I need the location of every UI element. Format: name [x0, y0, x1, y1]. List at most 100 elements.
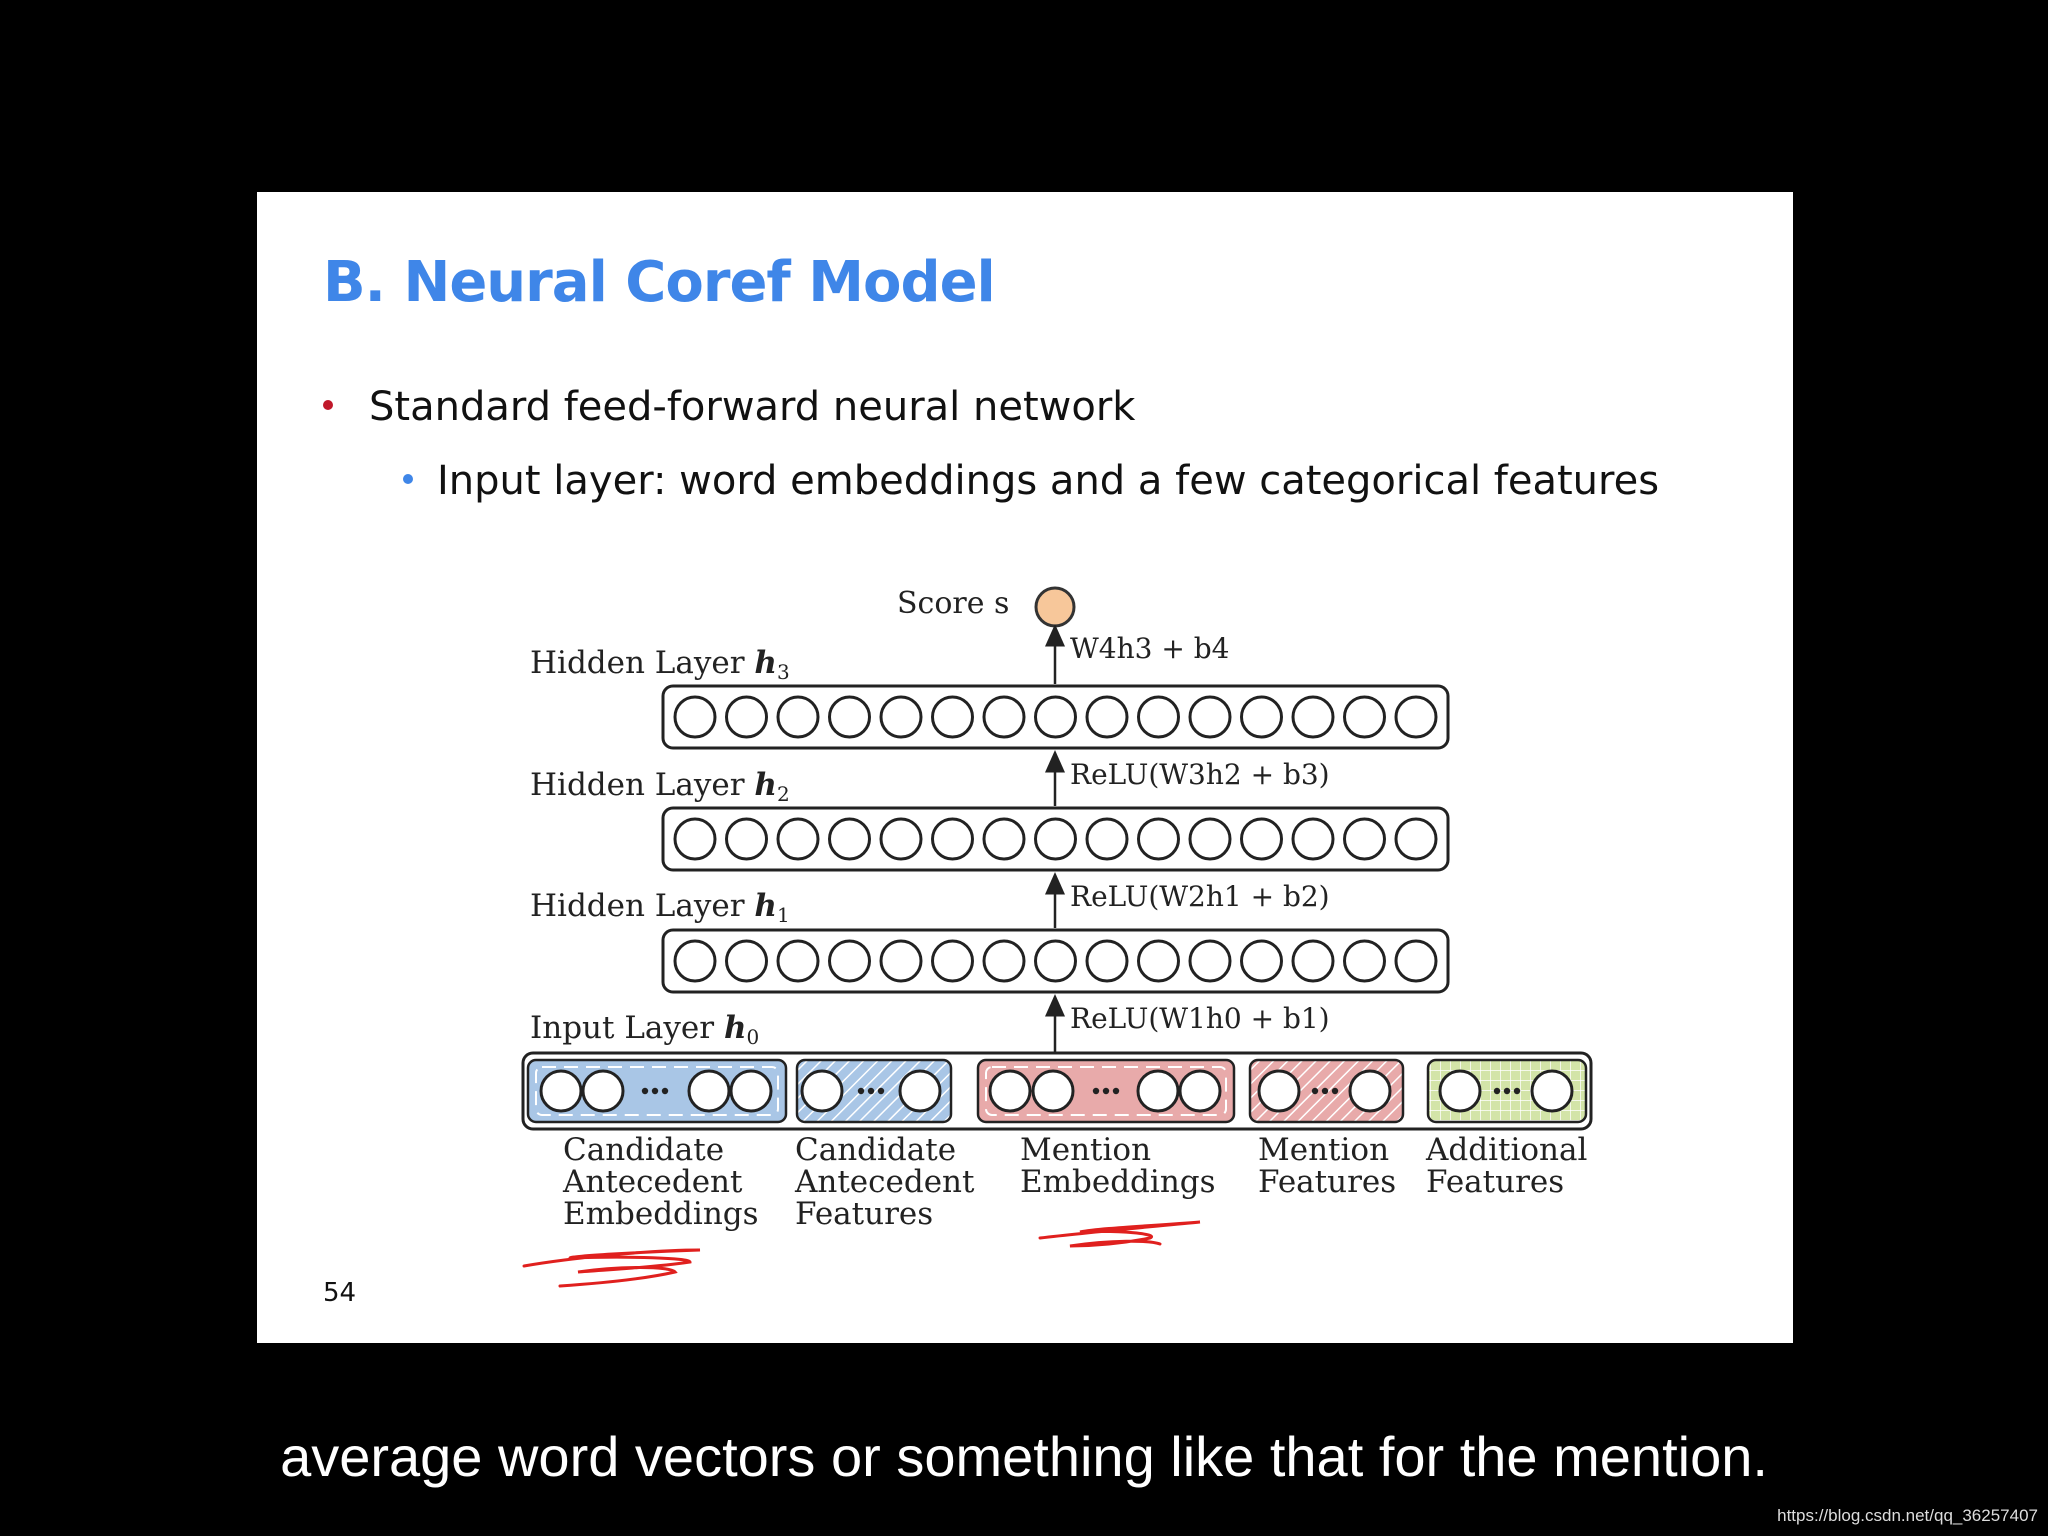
hidden-layer-label-text: Hidden Layer — [530, 888, 754, 924]
neuron-node — [1137, 695, 1180, 739]
transform-label: W4h3 + b4 — [1070, 632, 1229, 665]
input-neuron-node — [1136, 1069, 1180, 1113]
hidden-layer-label: Hidden Layer h3 — [530, 645, 790, 684]
neuron-node — [1034, 695, 1077, 739]
neuron-node — [982, 817, 1026, 861]
watermark: https://blog.csdn.net/qq_36257407 — [1777, 1506, 2038, 1525]
neuron-node — [1240, 939, 1283, 983]
neuron-node — [879, 817, 923, 861]
hidden-layer-label-text: Hidden Layer — [530, 645, 754, 681]
neuron-node — [931, 695, 974, 739]
neuron-node — [1291, 695, 1335, 739]
input-neuron-node — [800, 1069, 844, 1113]
neuron-node — [1343, 817, 1386, 861]
input-group-label: Antecedent — [562, 1164, 743, 1200]
bullet-dot-icon — [323, 400, 333, 410]
input-neuron-node — [1031, 1069, 1075, 1113]
hidden-layer-label: Hidden Layer h1 — [530, 888, 790, 927]
neuron-node — [931, 817, 974, 861]
neuron-node — [673, 817, 717, 861]
sub-bullet-item: Input layer: word embeddings and a few c… — [403, 458, 1659, 504]
input-layer-var: h — [724, 1010, 747, 1046]
neuron-node — [673, 695, 717, 739]
ellipsis-dot — [661, 1087, 669, 1095]
hidden-layer-sub: 3 — [777, 660, 790, 684]
ellipsis-dot — [1331, 1087, 1339, 1095]
neuron-node — [725, 695, 768, 739]
ellipsis-dot — [641, 1087, 649, 1095]
ellipsis-dot — [867, 1087, 875, 1095]
neuron-node — [776, 817, 820, 861]
input-group-label: Mention — [1258, 1132, 1389, 1168]
input-labels: CandidateAntecedentEmbeddingsCandidateAn… — [562, 1132, 1587, 1232]
input-neuron-node — [729, 1069, 773, 1113]
neuron-node — [879, 695, 923, 739]
input-group-label: Embeddings — [1020, 1164, 1216, 1200]
input-neuron-node — [1178, 1069, 1222, 1113]
neuron-node — [1343, 939, 1386, 983]
ellipsis-dot — [857, 1087, 865, 1095]
input-layer-sub: 0 — [746, 1025, 759, 1049]
page-number: 54 — [323, 1278, 357, 1308]
sub-bullet-dot-icon — [403, 474, 413, 484]
score-node — [1034, 586, 1076, 628]
ellipsis-dot — [1321, 1087, 1329, 1095]
input-groups — [526, 1058, 1588, 1124]
neuron-node — [776, 939, 820, 983]
slide-title: B. Neural Coref Model — [323, 250, 996, 315]
neuron-node — [1188, 695, 1232, 739]
input-layer-label: Input Layer h0 — [530, 1010, 759, 1049]
ellipsis-dot — [1493, 1087, 1501, 1095]
input-layer-label-text: Input Layer — [530, 1010, 724, 1046]
neuron-node — [879, 939, 923, 983]
neuron-node — [1137, 817, 1180, 861]
neuron-node — [673, 939, 717, 983]
neuron-node — [1394, 817, 1438, 861]
hidden-layer-label-text: Hidden Layer — [530, 767, 754, 803]
input-group-label: Features — [795, 1196, 933, 1232]
hidden-layer-label: Hidden Layer h2 — [530, 767, 790, 806]
transform-label: ReLU(W2h1 + b2) — [1070, 880, 1330, 913]
input-neuron-node — [1348, 1069, 1392, 1113]
neuron-node — [1240, 817, 1283, 861]
neuron-node — [828, 695, 871, 739]
neuron-node — [1343, 695, 1386, 739]
input-neuron-node — [687, 1069, 731, 1113]
ellipsis-dot — [1311, 1087, 1319, 1095]
neuron-node — [1291, 939, 1335, 983]
neuron-node — [1394, 695, 1438, 739]
input-neuron-node — [988, 1069, 1032, 1113]
neuron-node — [828, 817, 871, 861]
ellipsis-dot — [1092, 1087, 1100, 1095]
neuron-node — [1240, 695, 1283, 739]
ellipsis-dot — [1112, 1087, 1120, 1095]
input-neuron-node — [1257, 1069, 1301, 1113]
neuron-node — [1394, 939, 1438, 983]
neuron-node — [1291, 817, 1335, 861]
input-group-label: Additional — [1425, 1132, 1587, 1168]
ellipsis-dot — [877, 1087, 885, 1095]
hidden-layer-var: h — [754, 767, 777, 803]
embedding-dashed-frame — [535, 1066, 779, 1116]
neuron-node — [1085, 695, 1129, 739]
neuron-node — [828, 939, 871, 983]
annotation-candidate-embeddings — [522, 1248, 701, 1288]
neuron-node — [1137, 939, 1180, 983]
hidden-layer-sub: 2 — [777, 782, 790, 806]
ellipsis-dot — [651, 1087, 659, 1095]
ellipsis-dot — [1513, 1087, 1521, 1095]
ellipsis-dot — [1503, 1087, 1511, 1095]
neuron-node — [725, 817, 768, 861]
neuron-node — [1085, 939, 1129, 983]
neuron-node — [1188, 939, 1232, 983]
hidden-layer-var: h — [754, 888, 777, 924]
input-neuron-node — [539, 1069, 583, 1113]
input-group-label: Antecedent — [794, 1164, 975, 1200]
transform-label: ReLU(W3h2 + b3) — [1070, 758, 1330, 791]
sub-bullet-text: Input layer: word embeddings and a few c… — [437, 458, 1660, 504]
input-group-label: Candidate — [795, 1132, 956, 1168]
neuron-node — [1188, 817, 1232, 861]
hidden-layer-var: h — [754, 645, 777, 681]
